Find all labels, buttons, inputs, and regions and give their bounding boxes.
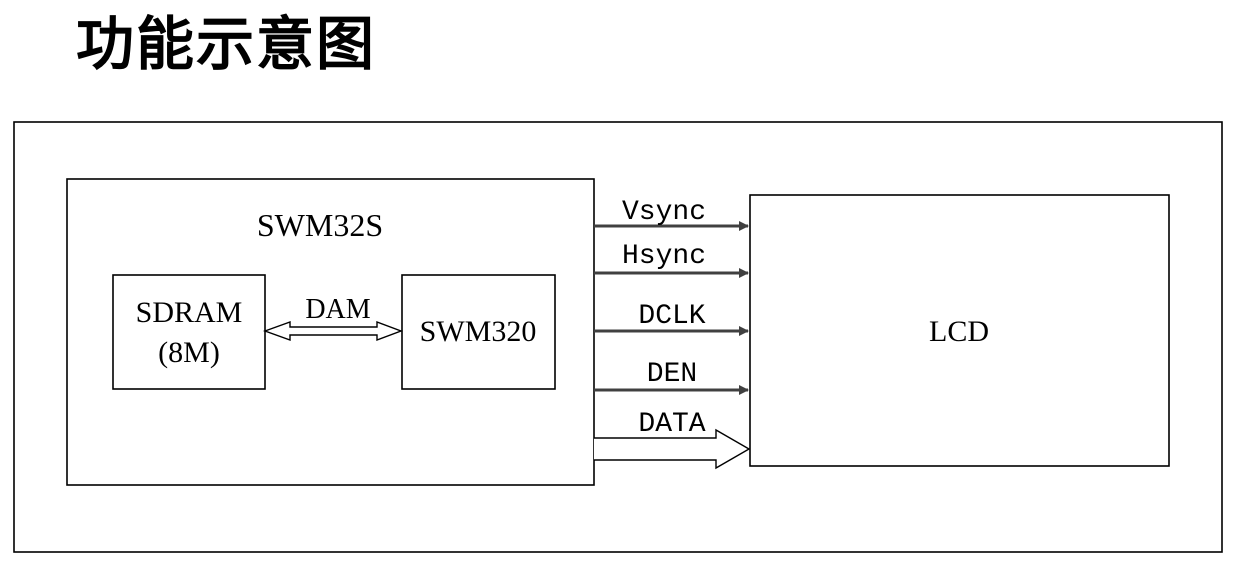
chip-label: SWM32S — [257, 207, 383, 243]
den-label: DEN — [647, 359, 697, 390]
vsync-label: Vsync — [622, 197, 706, 228]
dam-double-arrow — [262, 320, 403, 342]
sdram-size-label: (8M) — [158, 336, 220, 369]
core-box — [401, 274, 556, 390]
hsync-label: Hsync — [622, 241, 706, 272]
dclk-label: DCLK — [638, 301, 705, 332]
sdram-box — [112, 274, 266, 390]
page-title: 功能示意图 — [76, 10, 377, 78]
core-label: SWM320 — [420, 315, 537, 348]
dam-label: DAM — [305, 294, 370, 325]
data-bus-arrow — [594, 428, 751, 470]
lcd-box — [749, 194, 1170, 467]
data-label: DATA — [638, 409, 705, 440]
lcd-label: LCD — [929, 315, 989, 348]
outer-frame — [13, 121, 1223, 553]
sdram-label: SDRAM — [136, 296, 243, 329]
